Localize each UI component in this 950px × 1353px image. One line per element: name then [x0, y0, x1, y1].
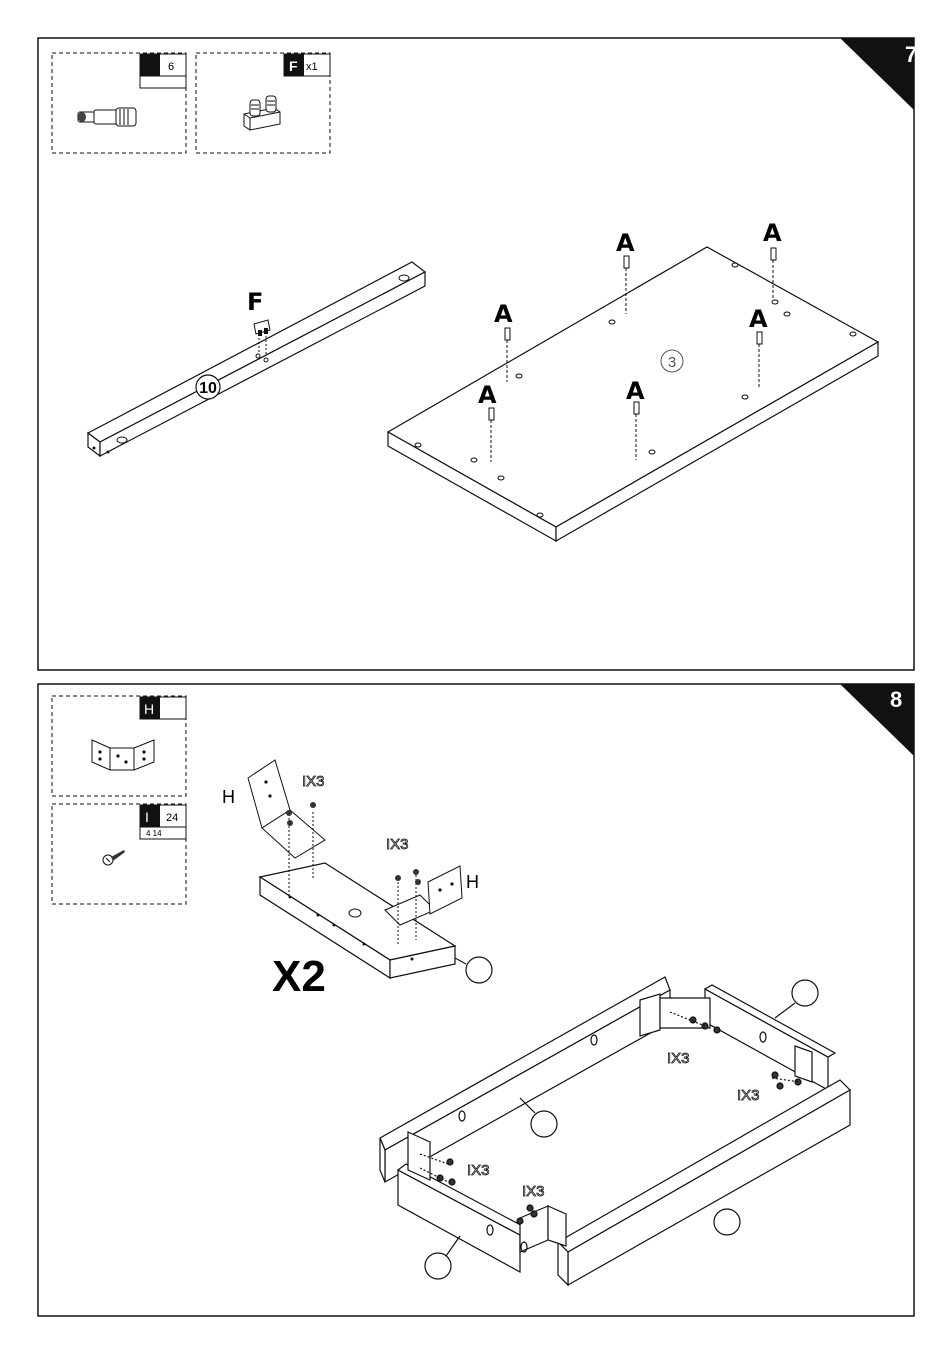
- callout-ix3: IX3: [386, 836, 409, 853]
- hardware-box-bracket-h: H: [52, 696, 186, 796]
- hardware-box-screw-i: I 24 4 14: [52, 804, 186, 904]
- callout-ix3: IX3: [667, 1050, 690, 1067]
- callout-a: A: [626, 377, 645, 405]
- callout-ix3: IX3: [522, 1183, 545, 1200]
- callout-a: A: [749, 305, 768, 333]
- hardware-box-connector-f: F x1: [196, 53, 330, 153]
- callout-ix3: IX3: [737, 1087, 760, 1104]
- corner-bracket-icon: [92, 740, 154, 770]
- screw-icon: [103, 850, 125, 865]
- connector-block-icon: [244, 96, 280, 130]
- frame-assembly: [380, 977, 850, 1285]
- callout-a: A: [763, 219, 782, 247]
- part-label-3: 3: [668, 354, 676, 371]
- callout-ix3: IX3: [467, 1162, 490, 1179]
- connector-f-quantity: x1: [306, 61, 318, 73]
- bracket-h-code: H: [144, 701, 154, 717]
- step-7-panel: 7 6 F x1: [38, 38, 917, 670]
- board-part-3: 3: [388, 219, 878, 541]
- step-7-number: 7: [905, 42, 917, 67]
- part-label-10: 10: [199, 380, 217, 397]
- step-8-number: 8: [890, 687, 902, 712]
- callout-a: A: [494, 300, 513, 328]
- step-7-badge: [840, 38, 914, 110]
- screw-i-size: 4 14: [146, 829, 162, 838]
- hardware-box-cam-dowel: 6: [52, 53, 186, 153]
- cam-dowel-icon: [78, 108, 136, 126]
- callout-h: H: [466, 872, 479, 892]
- callout-a: A: [616, 229, 635, 257]
- callout-f: F: [247, 288, 263, 316]
- screw-i-code: I: [145, 809, 149, 825]
- sub-assembly-rail: H H IX3 IX3 X2: [222, 760, 492, 1001]
- screw-i-quantity: 24: [166, 812, 178, 824]
- cam-dowel-quantity: 6: [168, 61, 174, 73]
- connector-f-code: F: [289, 58, 298, 74]
- step-8-badge: [840, 684, 914, 756]
- callout-h: H: [222, 787, 235, 807]
- step-8-panel: 8 H I 24 4 14: [38, 684, 914, 1316]
- callout-ix3: IX3: [302, 773, 325, 790]
- rail-part-10: 10 F: [88, 262, 425, 456]
- callout-a: A: [478, 381, 497, 409]
- multiplier-x2: X2: [272, 952, 326, 1001]
